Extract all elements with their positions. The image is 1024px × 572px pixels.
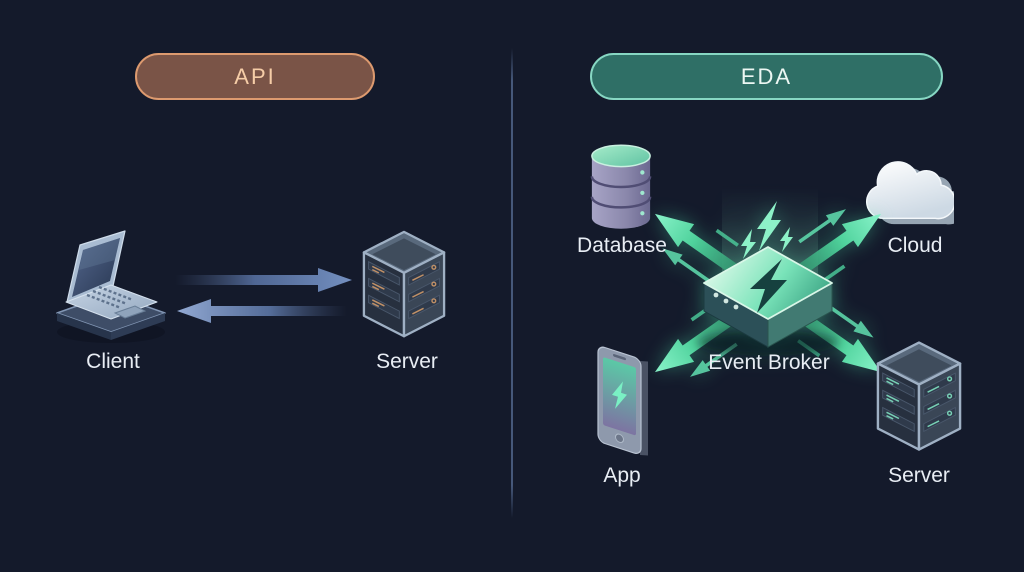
api-badge-label: API <box>234 63 276 89</box>
eda-badge: EDA <box>590 53 943 100</box>
spark-lightning-icons <box>741 201 793 259</box>
response-arrow <box>177 299 347 323</box>
cloud-icon <box>865 161 954 225</box>
event-broker-box <box>698 246 838 356</box>
event-broker-label: Event Broker <box>708 351 830 374</box>
app-label: App <box>603 464 641 487</box>
event-arrows <box>654 209 882 377</box>
client-label: Client <box>86 350 140 373</box>
api-badge: API <box>135 53 375 100</box>
smartphone-icon <box>597 346 648 456</box>
panel-divider <box>511 48 513 518</box>
database-label: Database <box>577 234 667 257</box>
app-lightning-icon <box>612 381 627 409</box>
server-icon <box>362 230 446 338</box>
arrow-to-cloud <box>795 209 882 283</box>
server-icon <box>876 341 962 451</box>
request-arrow <box>175 268 352 292</box>
laptop-icon <box>56 230 166 343</box>
broker-status-lights <box>713 292 739 310</box>
eda-badge-label: EDA <box>740 63 793 89</box>
server-label: Server <box>376 350 438 373</box>
broker-lightning-icon <box>750 259 787 313</box>
request-response-arrows <box>175 268 352 323</box>
server-label: Server <box>888 464 950 487</box>
cloud-label: Cloud <box>887 234 943 257</box>
arrow-to-database <box>654 213 741 283</box>
event-broker-hub <box>654 185 882 377</box>
database-icon <box>590 144 652 229</box>
